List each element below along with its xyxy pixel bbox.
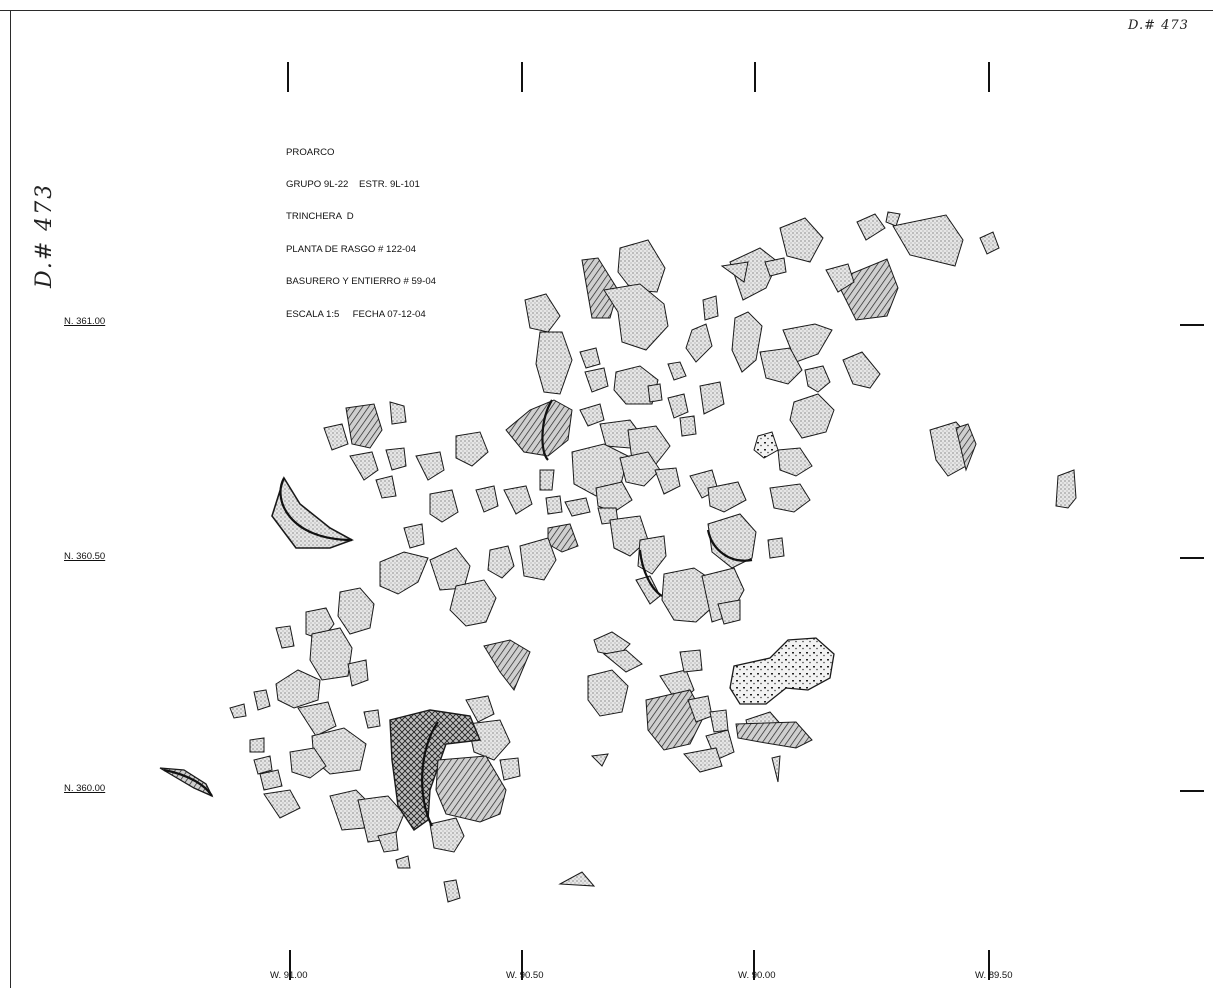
bottom-grid-tick <box>988 950 990 980</box>
right-grid-tick <box>1180 324 1204 326</box>
title-line-scale-date: ESCALA 1:5 FECHA 07-12-04 <box>286 308 426 320</box>
title-line-group: GRUPO 9L-22 ESTR. 9L-101 <box>286 178 420 190</box>
north-label: N. 360.50 <box>64 551 106 562</box>
top-grid-tick <box>754 62 756 92</box>
frame-top-border <box>0 10 1213 11</box>
top-grid-tick <box>287 62 289 92</box>
bottom-grid-tick <box>521 950 523 980</box>
north-label: N. 360.00 <box>64 783 106 794</box>
title-line-burial: BASURERO Y ENTIERRO # 59-04 <box>286 276 437 288</box>
west-label: W. 90.00 <box>738 970 776 981</box>
bottom-grid-tick <box>753 950 755 980</box>
title-line-feature: PLANTA DE RASGO # 122-04 <box>286 243 416 255</box>
drawing-number-top: D.# 473 <box>1128 18 1189 33</box>
west-label: W. 91.00 <box>270 970 308 981</box>
north-label: N. 361.00 <box>64 316 106 327</box>
title-block: PROARCO GRUPO 9L-22 ESTR. 9L-101 TRINCHE… <box>286 126 436 342</box>
west-label: W. 90.50 <box>506 970 544 981</box>
frame-left-border <box>10 10 11 988</box>
west-label: W. 89.50 <box>975 970 1013 981</box>
right-grid-tick <box>1180 557 1204 559</box>
right-grid-tick <box>1180 790 1204 792</box>
top-grid-tick <box>521 62 523 92</box>
title-line-project: PROARCO <box>286 146 335 158</box>
bottom-grid-tick <box>289 950 291 980</box>
title-line-trench: TRINCHERA D <box>286 211 354 223</box>
top-grid-tick <box>988 62 990 92</box>
